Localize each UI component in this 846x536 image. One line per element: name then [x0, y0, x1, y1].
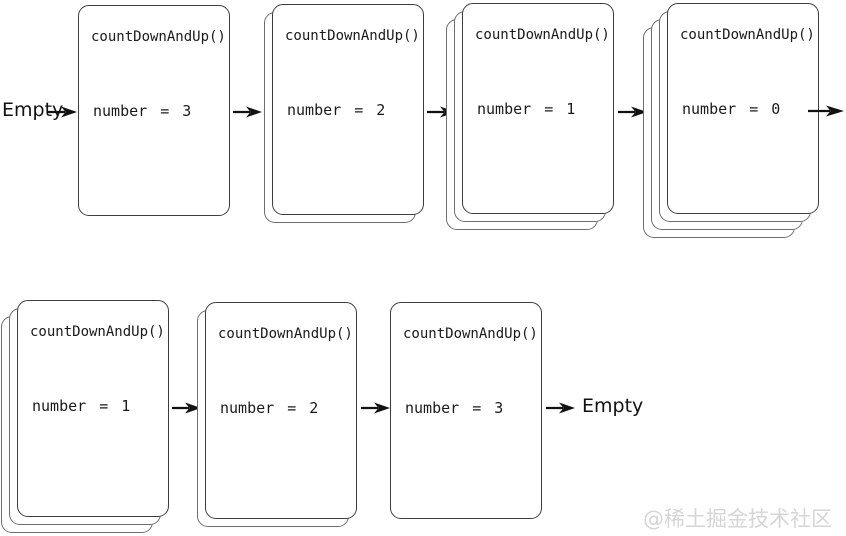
empty-stack-label-start: Empty [2, 99, 64, 121]
local-variable: number = 0 [682, 100, 781, 118]
call-stack-group-number-3: countDownAndUp() number = 3 [78, 5, 230, 216]
arrow-right-icon [361, 402, 390, 414]
call-stack-group-return-1: countDownAndUp() number = 1 [1, 300, 169, 533]
call-stack-group-number-2: countDownAndUp() number = 2 [264, 4, 424, 223]
local-variable: number = 3 [93, 102, 192, 120]
call-stack-group-return-2: countDownAndUp() number = 2 [197, 302, 357, 527]
call-stack-group-number-0: countDownAndUp() number = 0 [643, 3, 819, 238]
arrow-right-icon [808, 105, 844, 117]
local-variable: number = 3 [405, 399, 504, 417]
arrow-right-icon [546, 402, 575, 414]
function-name: countDownAndUp() [218, 326, 353, 342]
call-frame-card: countDownAndUp() number = 2 [205, 302, 357, 519]
call-frame-card: countDownAndUp() number = 1 [462, 3, 614, 214]
call-stack-group-number-1: countDownAndUp() number = 1 [446, 3, 614, 230]
call-stack-group-return-3: countDownAndUp() number = 3 [390, 302, 542, 519]
call-frame-card: countDownAndUp() number = 2 [272, 4, 424, 215]
arrow-right-icon [48, 106, 77, 118]
arrow-right-icon [233, 106, 262, 118]
arrow-right-icon [618, 106, 647, 118]
function-name: countDownAndUp() [403, 326, 538, 342]
watermark-text: @稀土掘金技术社区 [643, 507, 832, 531]
function-name: countDownAndUp() [680, 27, 815, 43]
local-variable: number = 1 [32, 397, 131, 415]
function-name: countDownAndUp() [285, 28, 420, 44]
local-variable: number = 2 [287, 101, 386, 119]
call-frame-card: countDownAndUp() number = 1 [17, 300, 169, 517]
call-frame-card: countDownAndUp() number = 3 [390, 302, 542, 519]
function-name: countDownAndUp() [30, 324, 165, 340]
arrow-right-icon [172, 402, 201, 414]
local-variable: number = 2 [220, 399, 319, 417]
function-name: countDownAndUp() [91, 29, 226, 45]
empty-stack-label-end: Empty [582, 395, 644, 417]
function-name: countDownAndUp() [475, 27, 610, 43]
call-frame-card: countDownAndUp() number = 3 [78, 5, 230, 216]
local-variable: number = 1 [477, 100, 576, 118]
call-frame-card: countDownAndUp() number = 0 [667, 3, 819, 214]
